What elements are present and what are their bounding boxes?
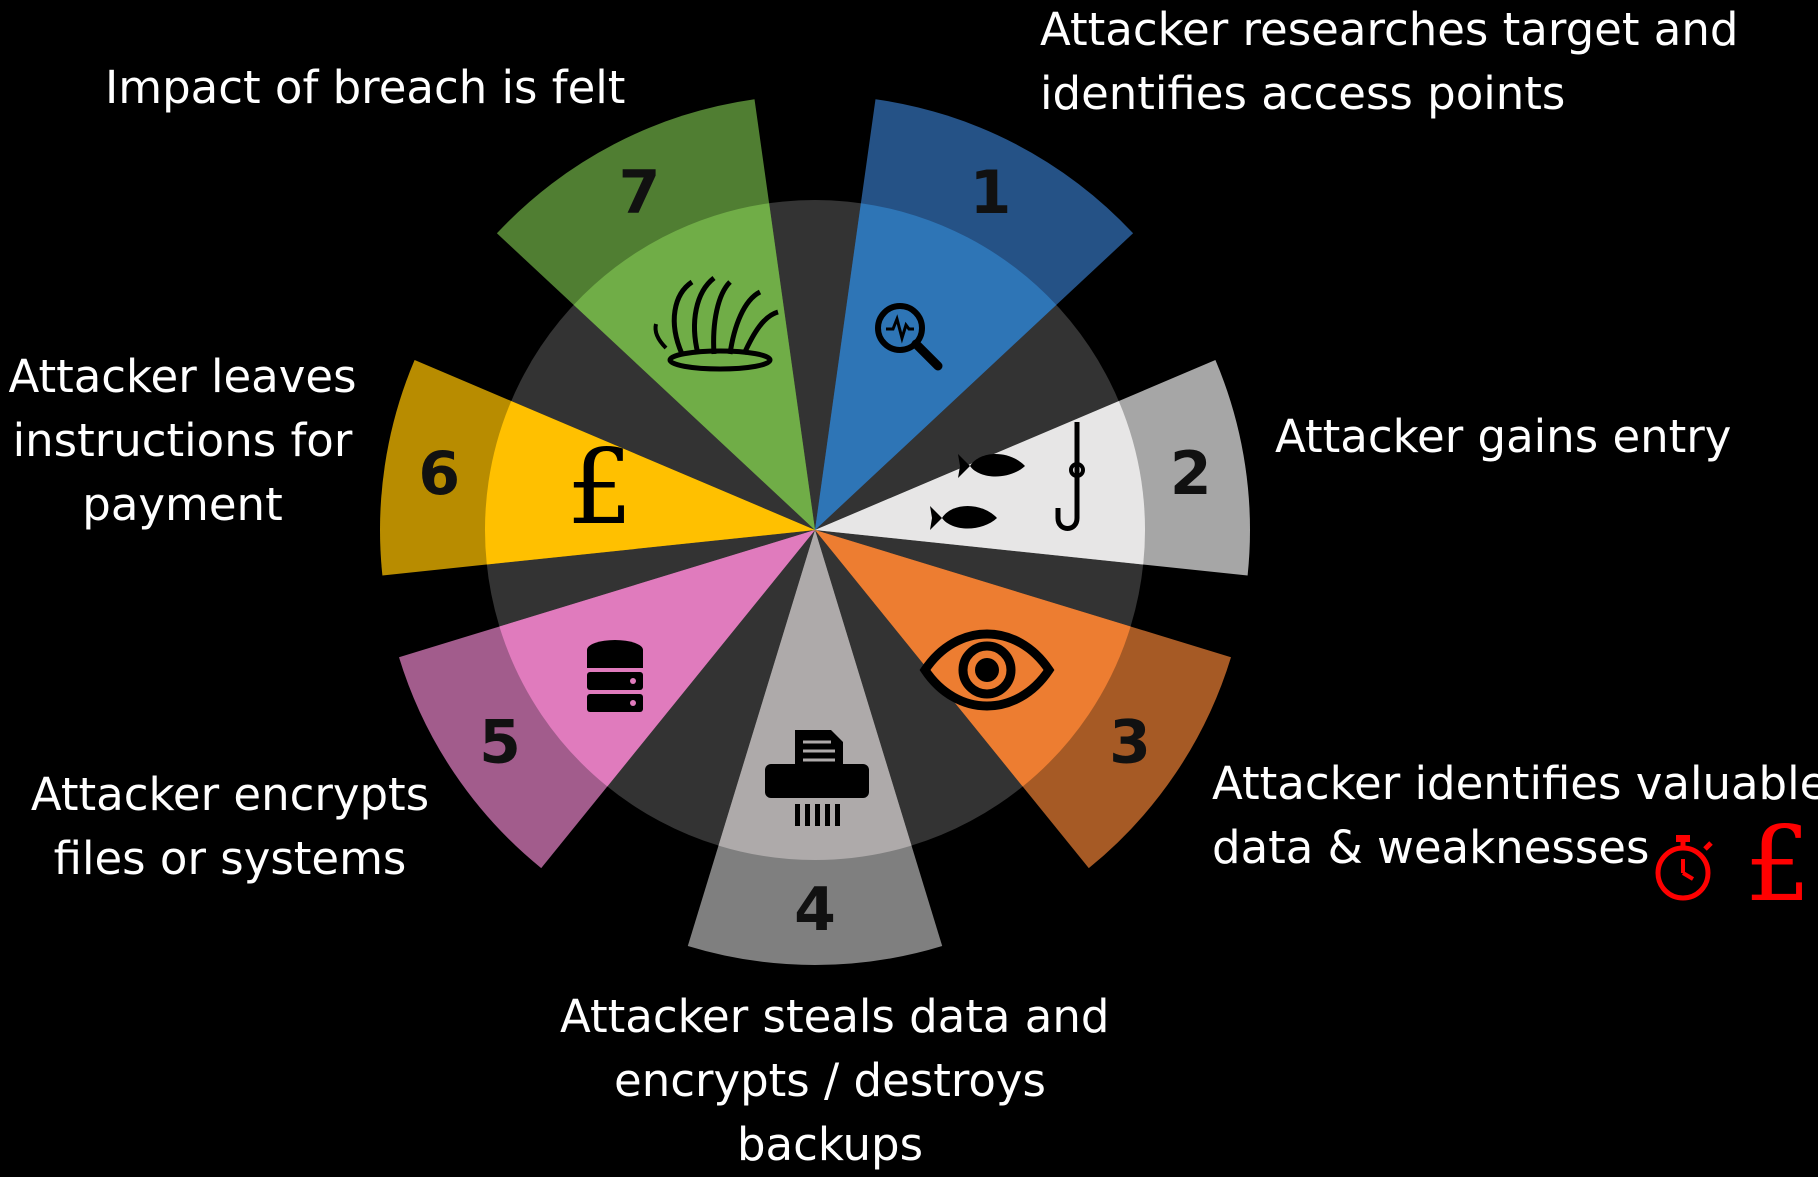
stage-5-label-line: Attacker encrypts: [30, 768, 430, 821]
stopwatch-icon: [1655, 835, 1713, 901]
stage-6-label: Attacker leaves instructions for payment: [5, 345, 360, 537]
stage-4-number: 4: [794, 875, 836, 945]
pound-icon: £: [1745, 803, 1811, 925]
stage-2-label-line: Attacker gains entry: [1275, 410, 1732, 463]
stage-3-inner-sector: [815, 530, 1131, 787]
splash-icon: [653, 276, 779, 372]
stage-4-label-line: Attacker steals data and: [560, 990, 1110, 1043]
stage-1-label-line: identifies access points: [1040, 67, 1566, 120]
stage-2-number: 2: [1170, 439, 1212, 509]
magnifier-pulse-icon: [875, 303, 943, 371]
stage-3-label-line: Attacker identifies valuable: [1212, 757, 1818, 810]
stage-1-label-line: Attacker researches target and: [1040, 3, 1739, 56]
stage-2-wedge: [815, 360, 1250, 576]
eye-icon: [919, 629, 1055, 711]
stage-5-label-line: files or systems: [53, 832, 407, 885]
stage-3-number: 3: [1109, 708, 1151, 778]
stage-6-label-line: payment: [82, 478, 283, 531]
stage-5-number: 5: [479, 708, 521, 778]
stage-4-label-line: backups: [736, 1118, 924, 1171]
stage-2-inner-sector: [815, 401, 1146, 565]
database-icon: [587, 640, 643, 712]
stage-1-label: Attacker researches target and identifie…: [1040, 0, 1738, 126]
stage-3-label: Attacker identifies valuable data & weak…: [1212, 752, 1818, 880]
stage-7-label-line: Impact of breach is felt: [105, 61, 626, 114]
stage-5-label: Attacker encrypts files or systems: [30, 763, 430, 891]
stage-6-label-line: Attacker leaves: [8, 350, 357, 403]
stage-7-number: 7: [619, 158, 661, 228]
stage-6-number: 6: [418, 439, 460, 509]
stage-2-label: Attacker gains entry: [1275, 405, 1731, 469]
stage-6-wedge: [380, 360, 815, 576]
shredder-icon: [765, 730, 869, 826]
stage-4-label-line: encrypts / destroys: [614, 1054, 1046, 1107]
stage-6-label-line: instructions for: [12, 414, 353, 467]
pound-icon: £: [567, 426, 633, 548]
stage-7-label: Impact of breach is felt: [105, 56, 625, 120]
fish-hook-icon: [930, 422, 1085, 531]
stage-5-inner-sector: [499, 530, 815, 787]
stage-4-label: Attacker steals data and encrypts / dest…: [560, 985, 1110, 1177]
stage-3-label-line: data & weaknesses: [1212, 821, 1650, 874]
stage-6-inner-sector: [484, 401, 815, 565]
stage-1-number: 1: [970, 158, 1012, 228]
